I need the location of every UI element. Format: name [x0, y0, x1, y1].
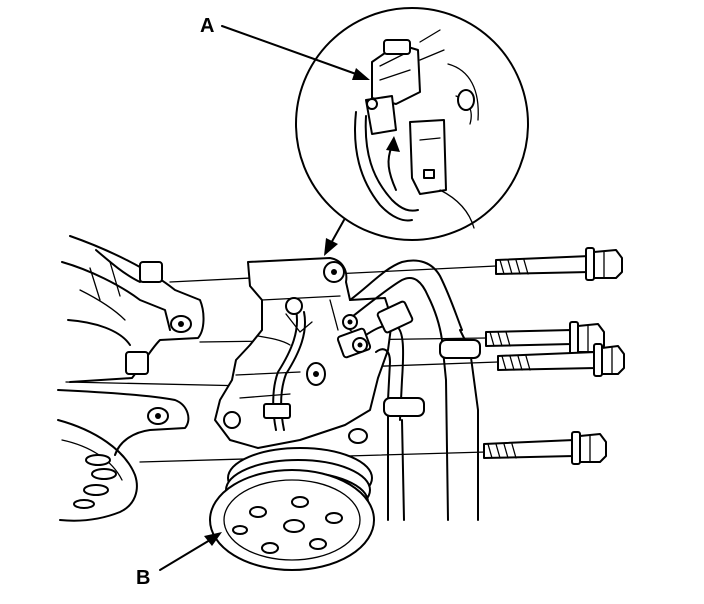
inset-pointer-arrow [324, 219, 345, 256]
mounting-bracket [57, 235, 205, 456]
callout-b: B [136, 532, 222, 589]
refrigerant-hoses [336, 259, 481, 521]
compressor-clutch-pulley [209, 447, 375, 571]
compressor-body [214, 257, 393, 449]
callout-label-a: A [200, 15, 214, 37]
bolt-1 [495, 247, 623, 281]
pulley-face-holes [232, 496, 343, 554]
detail-inset [295, 7, 529, 241]
bolts [483, 247, 625, 465]
engine-block [57, 419, 138, 522]
bolt-3 [497, 343, 625, 377]
bolt-4 [483, 431, 607, 465]
electrical-connector [365, 29, 445, 135]
callout-a: A [200, 15, 370, 80]
callout-label-b: B [136, 567, 150, 589]
bolt-2 [485, 321, 605, 355]
